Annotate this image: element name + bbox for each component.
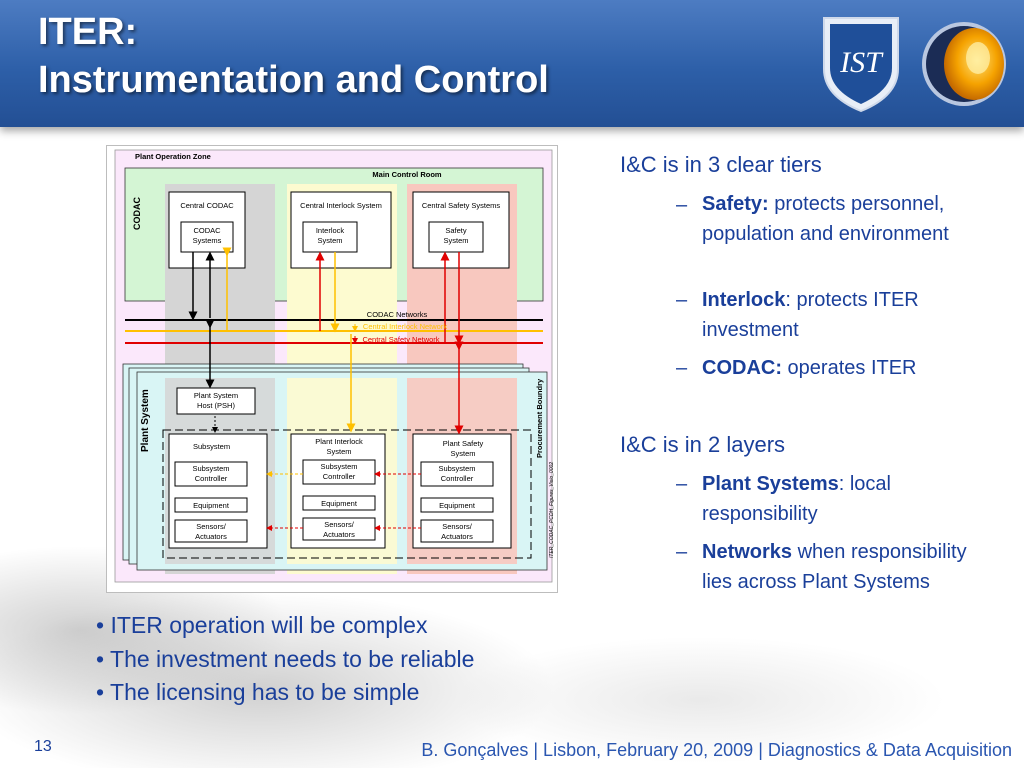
subsystem-controller-box-2	[302, 459, 376, 485]
codac-systems-label-2: Systems	[192, 236, 222, 245]
procurement-boundry-label: Procurement Boundry	[535, 378, 544, 458]
central-codac-label: Central CODAC	[180, 201, 234, 210]
equipment-box-3	[420, 497, 494, 513]
networks-label: Networks	[702, 541, 793, 563]
layers-heading: I&C is in 2 layers	[620, 432, 786, 457]
ist-shield-logo: IST	[823, 17, 899, 113]
dash-bullet-1: –	[676, 194, 688, 216]
plant-system-vertical-label: Plant System	[140, 389, 151, 452]
safety-system-box	[428, 221, 484, 253]
ic-architecture-diagram: Plant Operation Zone Main Control Room C…	[106, 145, 558, 593]
safety-item: Safety: protects personnel, population a…	[702, 189, 1012, 249]
safety-text: protects personnel, population and envir…	[702, 193, 949, 245]
codac-item: CODAC: operates ITER	[702, 353, 1012, 383]
controller-1-label-1: Subsystem	[192, 464, 230, 473]
interlock-system-label-2: System	[317, 236, 343, 245]
shield-letters: IST	[839, 46, 884, 79]
sensors-1-label-1: Sensors/	[196, 522, 226, 531]
plant-systems-label: Plant Systems	[702, 473, 839, 495]
codac-systems-box	[180, 221, 234, 253]
bullet-licensing: • The licensing has to be simple	[96, 679, 420, 705]
title-line-1: ITER:	[38, 11, 138, 53]
interlock-system-box	[302, 221, 358, 253]
interlock-item: Interlock: protects ITER investment	[702, 285, 1012, 345]
sensors-box-1	[174, 519, 248, 543]
safety-system-label-2: System	[443, 236, 469, 245]
interlock-text: : protects ITER investment	[702, 289, 919, 341]
subsystem-controller-box-1	[174, 461, 248, 487]
codac-networks-label: CODAC Networks	[366, 310, 428, 319]
sensors-3-label-1: Sensors/	[442, 522, 472, 531]
dash-bullet-5: –	[676, 541, 688, 563]
psh-label-2: Host (PSH)	[197, 401, 235, 410]
plant-safety-label-1: Plant Safety	[442, 439, 484, 448]
figure-id-label: ITER_CODAC_PCDH_Figures_Visio_0002	[549, 461, 555, 558]
equipment-1-label: Equipment	[193, 501, 229, 510]
controller-2-label-2: Controller	[322, 472, 356, 481]
sensors-3-label-2: Actuators	[441, 532, 473, 541]
dash-bullet-3: –	[676, 357, 688, 379]
interlock-system-label-1: Interlock	[315, 226, 345, 235]
title-line-2: Instrumentation and Control	[38, 59, 549, 101]
title-bar: ITER: Instrumentation and Control IST	[0, 0, 1024, 127]
codac-label: CODAC:	[702, 357, 782, 379]
tiers-heading: I&C is in 3 clear tiers	[620, 152, 822, 177]
interlock-label: Interlock	[702, 289, 786, 311]
codac-systems-label-1: CODAC	[193, 226, 221, 235]
networks-text: when responsibility lies across Plant Sy…	[702, 541, 967, 593]
dash-bullet-2: –	[676, 289, 688, 311]
psh-box	[176, 387, 256, 415]
sphere-logo	[922, 22, 1006, 106]
codac-vertical-label: CODAC	[132, 197, 142, 230]
psh-label-1: Plant System	[193, 391, 239, 400]
sensors-1-label-2: Actuators	[195, 532, 227, 541]
equipment-2-label: Equipment	[321, 499, 357, 508]
codac-text: operates ITER	[782, 357, 917, 379]
controller-2-label-1: Subsystem	[320, 462, 358, 471]
diagram-graphics	[114, 149, 553, 583]
equipment-box-1	[174, 497, 248, 513]
plant-safety-label-2: System	[450, 449, 476, 458]
sensors-box-3	[420, 519, 494, 543]
bullet-reliable: • The investment needs to be reliable	[96, 646, 475, 672]
central-safety-label: Central Safety Systems	[421, 201, 501, 210]
bullet-complex: • ITER operation will be complex	[96, 612, 428, 638]
sensors-2-label-1: Sensors/	[324, 520, 354, 529]
controller-3-label-1: Subsystem	[438, 464, 476, 473]
slide-title: ITER: Instrumentation and Control	[38, 8, 549, 104]
plant-systems-text: : local responsibility	[702, 473, 891, 525]
sensors-2-label-2: Actuators	[323, 530, 355, 539]
safety-system-label-1: Safety	[445, 226, 467, 235]
central-interlock-label: Central Interlock System	[300, 201, 382, 210]
subsystem-label: Subsystem	[193, 442, 231, 451]
page-number: 13	[34, 738, 52, 755]
networks-item: Networks when responsibility lies across…	[702, 537, 1002, 597]
controller-1-label-2: Controller	[194, 474, 228, 483]
dash-bullet-4: –	[676, 473, 688, 495]
main-control-room-label: Main Control Room	[372, 170, 442, 179]
plant-systems-item: Plant Systems: local responsibility	[702, 469, 1002, 529]
safety-network-label: Central Safety Network	[362, 335, 440, 344]
interlock-network-label: Central Interlock Network	[362, 322, 448, 331]
safety-label: Safety:	[702, 193, 769, 215]
equipment-3-label: Equipment	[439, 501, 475, 510]
footer-text: B. Gonçalves | Lisbon, February 20, 2009…	[421, 740, 1012, 760]
plant-interlock-label-2: System	[326, 447, 352, 456]
controller-3-label-2: Controller	[440, 474, 474, 483]
equipment-box-2	[302, 495, 376, 511]
plant-operation-zone-label: Plant Operation Zone	[135, 152, 211, 161]
plant-interlock-label-1: Plant Interlock	[315, 437, 363, 446]
